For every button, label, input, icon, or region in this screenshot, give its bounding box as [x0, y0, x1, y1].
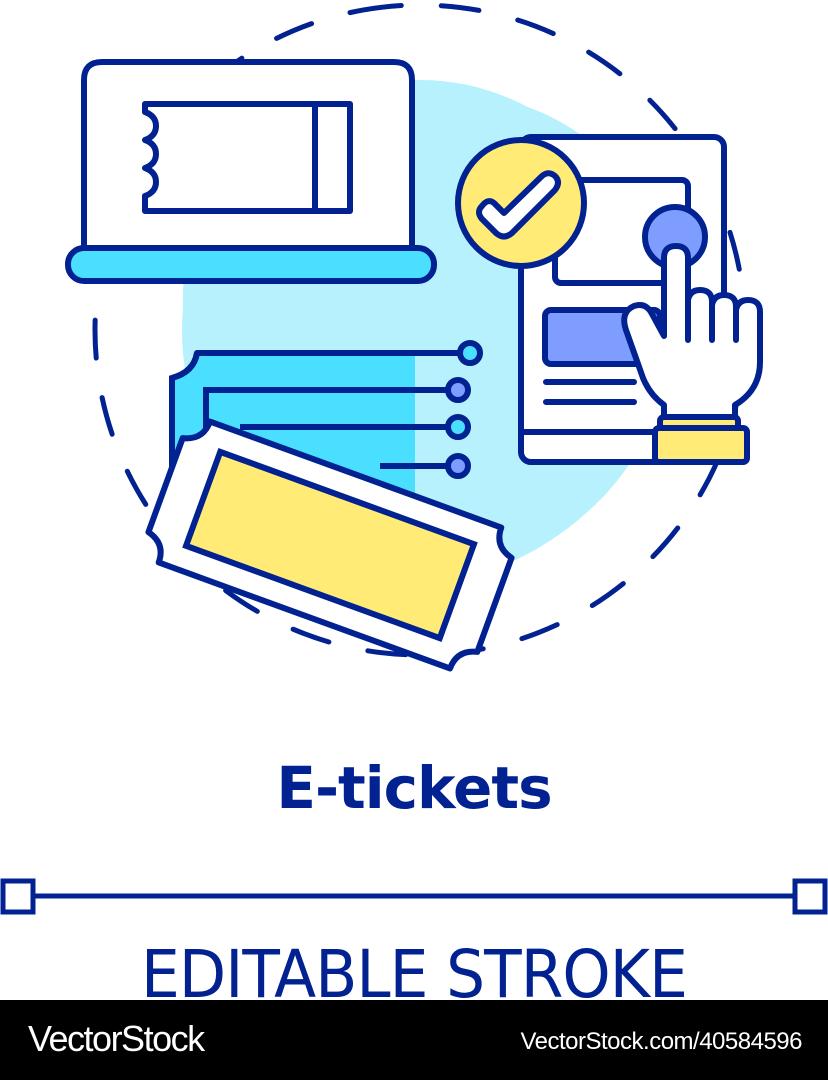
- footer-bar: VectorStock VectorStock.com/40584596: [0, 1000, 828, 1080]
- connector-dot: [445, 453, 471, 479]
- stroke-handle-left: [0, 878, 36, 915]
- front-ticket-icon: [145, 418, 515, 672]
- check-badge-icon: [455, 137, 587, 269]
- vectorstock-logo: VectorStock: [28, 1018, 205, 1059]
- pointing-hand-icon: [621, 243, 763, 465]
- stroke-handle-right: [792, 878, 828, 915]
- editable-stroke-line: [0, 878, 828, 915]
- laptop-icon: [65, 59, 437, 284]
- connector-dot: [445, 377, 471, 403]
- connector-dot: [457, 340, 483, 366]
- screen-ticket-icon: [142, 101, 353, 214]
- image-url-link[interactable]: VectorStock.com/40584596: [520, 1028, 802, 1055]
- e-tickets-illustration: [65, 2, 763, 672]
- connector-dot: [445, 414, 471, 440]
- page-title: E-tickets: [276, 754, 552, 822]
